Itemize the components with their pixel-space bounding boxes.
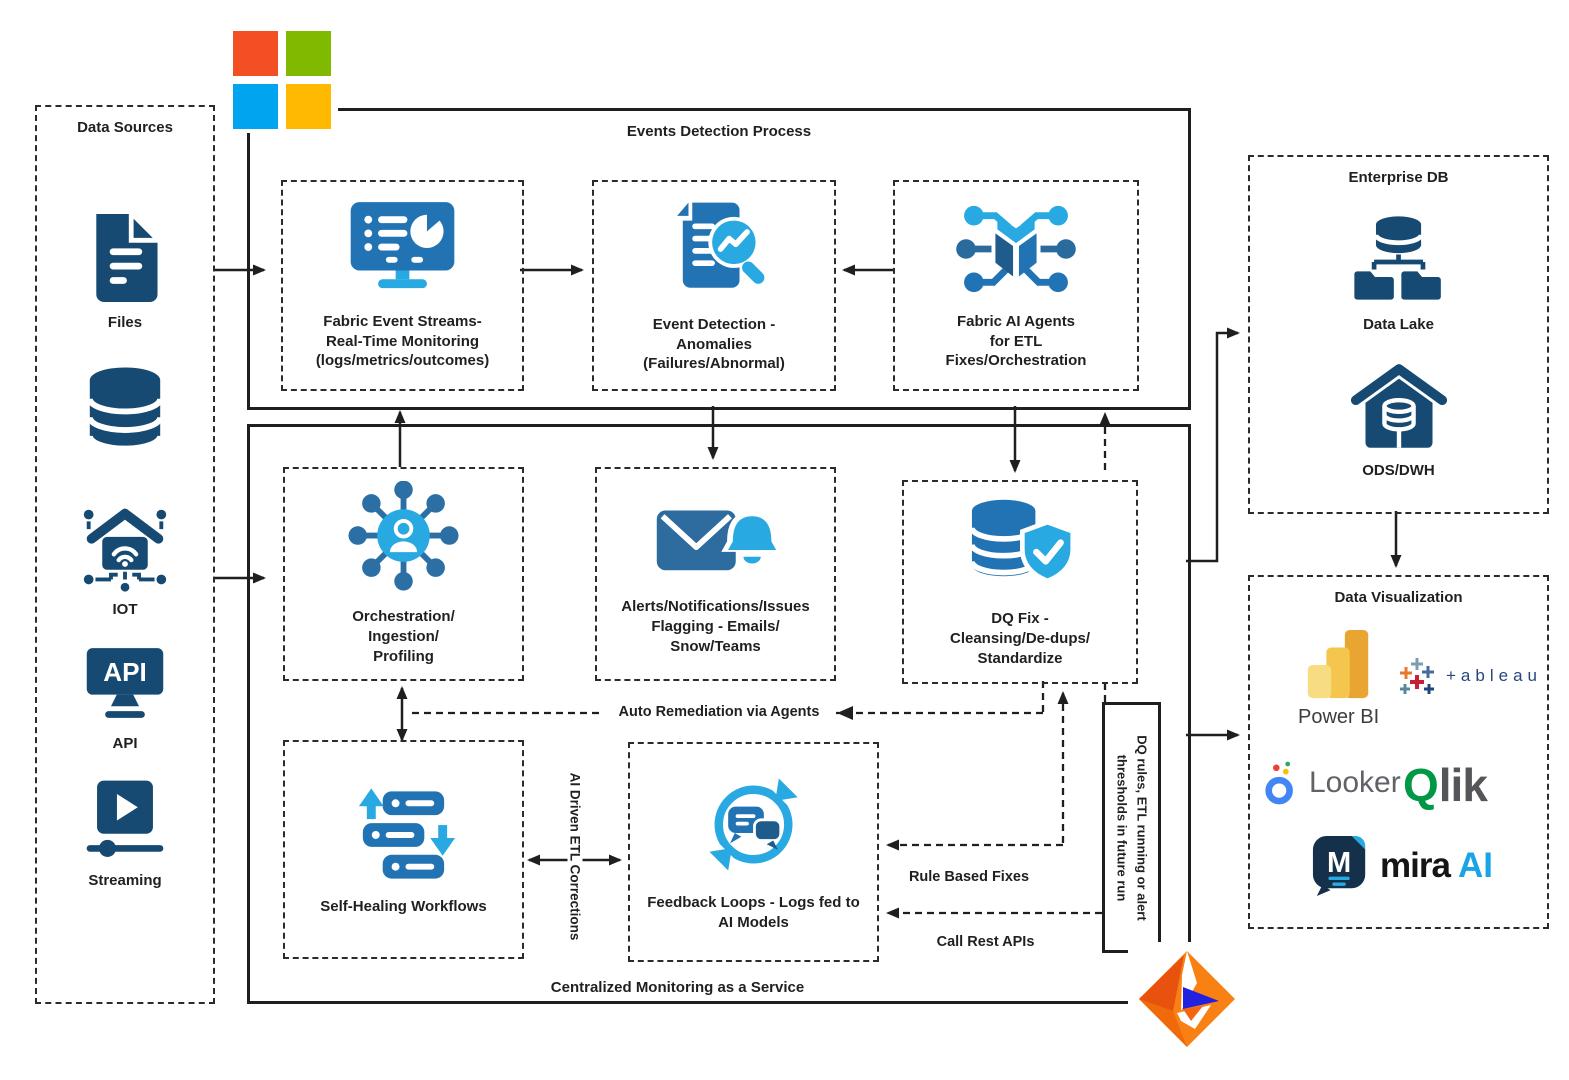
list-item-api: API API <box>37 640 213 752</box>
files-label: Files <box>107 314 143 331</box>
mira-word: mira <box>1380 846 1451 885</box>
data-visualization-title: Data Visualization <box>1334 589 1463 606</box>
streaming-icon <box>86 780 164 857</box>
node-fabric-event-streams: Fabric Event Streams- Real-Time Monitori… <box>281 180 524 391</box>
mira-icon: M <box>1312 836 1366 896</box>
ms-square-green <box>286 31 331 76</box>
data-sources-box: Data Sources Files <box>35 105 215 1004</box>
enterprise-db-title: Enterprise DB <box>1348 169 1449 186</box>
powerbi-logo: Power BI <box>1298 628 1379 729</box>
list-item-iot: IOT <box>37 502 213 618</box>
workflow-arrows-icon <box>358 787 455 879</box>
looker-word: Looker <box>1309 766 1401 799</box>
node-label: Fabric AI Agents for ETL Fixes/Orchestra… <box>945 312 1087 370</box>
node-label: DQ Fix - Cleansing/De-dups/ Standardize <box>949 610 1091 667</box>
ms-square-red <box>233 31 278 76</box>
qlik-rest: lik <box>1438 759 1488 811</box>
streaming-label: Streaming <box>88 872 162 889</box>
tableau-word: +ableau <box>1446 666 1542 685</box>
informatica-logo <box>1128 942 1246 1056</box>
iot-icon <box>83 508 167 592</box>
api-label: API <box>112 735 138 752</box>
node-feedback-loops: Feedback Loops - Logs fed to AI Models <box>628 742 879 962</box>
node-label: Fabric Event Streams- Real-Time Monitori… <box>315 312 490 370</box>
files-icon <box>96 210 162 302</box>
centralized-monitoring-box: Centralized Monitoring as a Service <box>247 424 1191 1004</box>
tableau-icon <box>1400 658 1434 694</box>
mira-suffix: AI <box>1457 846 1493 885</box>
node-label: Event Detection - Anomalies (Failures/Ab… <box>643 315 785 373</box>
ai-driven-etl-label: AI Driven ETL Corrections <box>567 751 583 962</box>
ms-square-blue <box>233 84 278 129</box>
ai-network-icon <box>956 205 1076 292</box>
db-shield-icon <box>969 500 1076 584</box>
orchestration-icon <box>347 481 459 591</box>
looker-logo: Looker <box>1263 760 1401 806</box>
node-self-healing: Self-Healing Workflows <box>283 740 524 959</box>
looker-icon <box>1265 761 1293 805</box>
data-lake-icon <box>1353 216 1441 300</box>
node-event-detection: Event Detection - Anomalies (Failures/Ab… <box>592 180 836 391</box>
events-detection-box: Events Detection Process <box>247 108 1191 410</box>
list-item-database <box>37 362 213 463</box>
feedback-loop-icon <box>703 778 803 871</box>
powerbi-icon <box>1307 629 1368 699</box>
monitor-dashboard-icon <box>350 201 454 288</box>
mail-bell-icon <box>656 510 781 571</box>
database-icon <box>86 367 164 452</box>
node-alerts-notifications: Alerts/Notifications/Issues Flagging - E… <box>595 467 836 681</box>
powerbi-word: Power BI <box>1298 706 1380 728</box>
iot-label: IOT <box>112 601 138 618</box>
node-orchestration: Orchestration/ Ingestion/ Profiling <box>283 467 524 681</box>
list-item-data-lake: Data Lake <box>1250 215 1547 333</box>
data-visualization-box: Data Visualization <box>1248 575 1549 929</box>
ods-dwh-icon <box>1350 359 1447 448</box>
informatica-diamond-icon <box>1139 951 1235 1047</box>
node-label: Orchestration/ Ingestion/ Profiling <box>352 608 455 665</box>
node-fabric-ai-agents: Fabric AI Agents for ETL Fixes/Orchestra… <box>893 180 1139 391</box>
ods-dwh-label: ODS/DWH <box>1362 462 1435 479</box>
centralized-monitoring-title: Centralized Monitoring as a Service <box>550 979 805 996</box>
node-dq-fix: DQ Fix - Cleansing/De-dups/ Standardize <box>902 480 1138 684</box>
api-screen-text: API <box>103 657 147 687</box>
node-label: Alerts/Notifications/Issues Flagging - E… <box>621 598 810 655</box>
data-sources-title: Data Sources <box>77 119 173 136</box>
ms-square-yellow <box>286 84 331 129</box>
tableau-logo: +ableau <box>1396 653 1542 699</box>
microsoft-logo <box>222 15 338 133</box>
call-rest-apis-label: Call Rest APIs <box>903 934 1068 952</box>
enterprise-db-box: Enterprise DB Data Lake <box>1248 155 1549 514</box>
list-item-ods-dwh: ODS/DWH <box>1250 357 1547 479</box>
svg-text:M: M <box>1327 847 1351 879</box>
qlik-q: Q <box>1403 759 1439 811</box>
node-label: Feedback Loops - Logs fed to AI Models <box>647 894 860 931</box>
rule-based-fixes-label: Rule Based Fixes <box>888 869 1050 887</box>
list-item-streaming: Streaming <box>37 775 213 889</box>
data-lake-label: Data Lake <box>1363 316 1434 333</box>
document-search-icon <box>671 196 765 288</box>
node-label: Self-Healing Workflows <box>320 897 487 915</box>
list-item-files: Files <box>37 209 213 331</box>
dq-rules-label: DQ rules, ETL running or alert threshold… <box>1114 734 1150 921</box>
auto-remediation-label: Auto Remediation via Agents <box>602 704 836 722</box>
auto-remediation-arrowhead <box>837 706 853 720</box>
dq-rules-box: DQ rules, ETL running or alert threshold… <box>1102 702 1161 953</box>
api-icon: API <box>86 648 164 718</box>
events-detection-title: Events Detection Process <box>626 123 812 140</box>
